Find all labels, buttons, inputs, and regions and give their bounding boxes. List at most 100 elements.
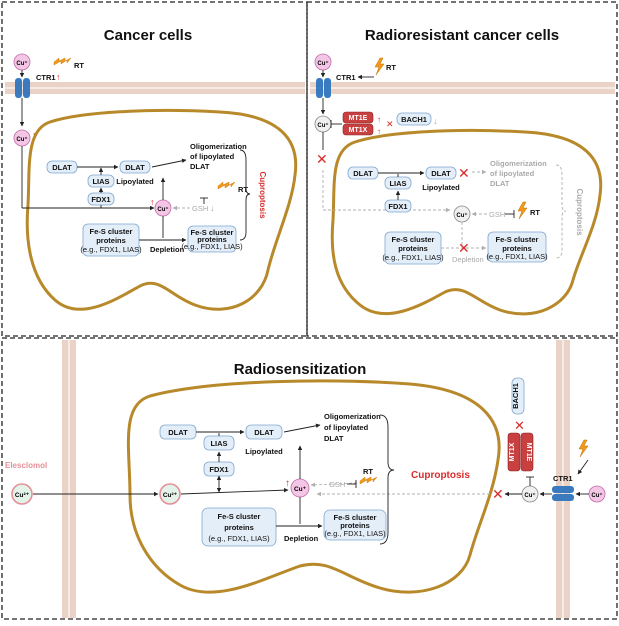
svg-text:DLAT: DLAT	[254, 428, 274, 437]
cuproptosis-label: Cuproptosis	[411, 470, 470, 481]
svg-text:(e.g., FDX1, LIAS): (e.g., FDX1, LIAS)	[208, 534, 270, 543]
svg-text:Fe-S cluster: Fe-S cluster	[218, 512, 261, 521]
up-arrow-icon: ↑	[377, 127, 381, 136]
cross-icon: ✕	[386, 119, 394, 129]
svg-text:LIAS: LIAS	[389, 179, 406, 188]
svg-text:Oligomerization: Oligomerization	[490, 159, 547, 168]
down-arrow-icon: ↓	[210, 203, 215, 213]
up-arrow-icon: ↑	[285, 478, 290, 489]
svg-text:RT: RT	[530, 208, 540, 217]
svg-text:FDX1: FDX1	[91, 195, 110, 204]
svg-text:DLAT: DLAT	[125, 163, 145, 172]
ctr1-transporter-icon	[552, 486, 574, 501]
svg-text:(e.g., FDX1, LIAS): (e.g., FDX1, LIAS)	[80, 245, 142, 254]
svg-text:Cu⁺: Cu⁺	[524, 492, 535, 499]
mt1e-protein	[520, 432, 534, 472]
svg-text:Fe-S cluster: Fe-S cluster	[334, 513, 377, 522]
svg-text:of lipoylated: of lipoylated	[490, 169, 535, 178]
svg-text:DLAT: DLAT	[168, 428, 188, 437]
svg-text:proteins: proteins	[340, 521, 370, 530]
panel-radioresistant-frame	[306, 1, 618, 337]
svg-text:(e.g., FDX1, LIAS): (e.g., FDX1, LIAS)	[382, 253, 444, 262]
svg-text:RT: RT	[238, 185, 248, 194]
svg-text:Cu⁺: Cu⁺	[16, 136, 27, 143]
rt-label: RT	[74, 61, 84, 70]
svg-text:Cu⁺: Cu⁺	[591, 492, 602, 499]
ctr1-transporter-icon	[316, 78, 331, 98]
elesclomol-label: Elesclomol	[5, 461, 47, 470]
svg-text:Fe-S cluster: Fe-S cluster	[392, 235, 435, 244]
svg-text:proteins: proteins	[96, 236, 126, 245]
up-arrow-icon: ↑	[56, 72, 61, 82]
svg-text:Cu²⁺: Cu²⁺	[163, 492, 178, 499]
svg-text:MT1E: MT1E	[349, 115, 368, 122]
svg-text:LIAS: LIAS	[92, 177, 109, 186]
svg-text:Cu⁺: Cu⁺	[317, 60, 328, 67]
elesclomol-copper-icon	[11, 483, 33, 505]
panel-title: Cancer cells	[104, 27, 192, 44]
lightning-icon	[374, 57, 385, 76]
svg-text:DLAT: DLAT	[353, 169, 373, 178]
svg-text:(e.g., FDX1, LIAS): (e.g., FDX1, LIAS)	[486, 252, 548, 261]
svg-text:Cu²⁺: Cu²⁺	[15, 492, 30, 499]
svg-text:Fe-S cluster: Fe-S cluster	[191, 228, 234, 237]
svg-text:DLAT: DLAT	[52, 163, 72, 172]
svg-text:(e.g., FDX1, LIAS): (e.g., FDX1, LIAS)	[324, 529, 386, 538]
svg-text:FDX1: FDX1	[388, 202, 407, 211]
mt1e-protein	[342, 111, 374, 124]
svg-text:Cuproptosis: Cuproptosis	[575, 188, 584, 236]
panel-radiosensitization-frame	[1, 337, 618, 620]
svg-text:Fe-S cluster: Fe-S cluster	[90, 227, 133, 236]
svg-text:CTR1: CTR1	[553, 474, 573, 483]
bach1-box	[511, 377, 525, 415]
svg-text:Lipoylated: Lipoylated	[422, 183, 460, 192]
svg-text:Depletion: Depletion	[150, 245, 185, 254]
svg-text:Cu⁺: Cu⁺	[294, 486, 307, 493]
svg-text:RT: RT	[363, 467, 373, 476]
bach1-box	[396, 112, 432, 126]
lightning-icon	[53, 57, 72, 66]
fes-protein-depleted-box	[487, 231, 547, 263]
cell-body	[126, 379, 501, 594]
mt1x-protein	[507, 432, 521, 472]
svg-text:DLAT: DLAT	[190, 162, 210, 171]
svg-text:of lipoylated: of lipoylated	[324, 423, 369, 432]
svg-text:Cu⁺: Cu⁺	[317, 122, 328, 129]
panel-radioresistant: Radioresistant cancer cells CTR1 RT Cu⁺ …	[310, 27, 615, 316]
cross-icon: ✕	[458, 165, 470, 181]
cross-icon: ✕	[458, 240, 470, 256]
fes-protein-box	[201, 507, 277, 547]
svg-text:CTR1: CTR1	[336, 73, 356, 82]
svg-text:RT: RT	[386, 63, 396, 72]
svg-text:FDX1: FDX1	[209, 465, 228, 474]
cross-icon: ✕	[492, 486, 504, 502]
cell-body	[330, 128, 603, 316]
dlat-lipoylated-box	[245, 424, 283, 440]
svg-text:Oligomerization: Oligomerization	[324, 412, 381, 421]
panel-radiosensitization: Radiosensitization CTR1 Cu⁺ Cu⁺ ✕ MT1X M…	[5, 340, 606, 618]
down-arrow-icon: ↓	[433, 116, 438, 126]
fes-protein-depleted-box	[323, 509, 387, 541]
cuproptosis-label: Cuproptosis	[258, 171, 267, 219]
lightning-icon	[578, 439, 589, 458]
svg-text:Cu⁺: Cu⁺	[456, 212, 467, 219]
svg-text:DLAT: DLAT	[431, 169, 451, 178]
svg-text:GSH: GSH	[329, 480, 345, 489]
svg-text:BACH1: BACH1	[511, 383, 520, 409]
fes-protein-depleted-box	[187, 225, 237, 253]
svg-text:LIAS: LIAS	[210, 439, 227, 448]
svg-text:MT1X: MT1X	[349, 127, 368, 134]
svg-text:Cu⁺: Cu⁺	[157, 206, 168, 213]
dlat-lipoylated-box	[119, 160, 151, 174]
ctr1-label: CTR1	[36, 73, 56, 82]
cross-icon: ✕	[514, 418, 525, 433]
svg-text:Cu⁺: Cu⁺	[16, 60, 27, 67]
elesclomol-copper-icon	[159, 483, 181, 505]
svg-text:(e.g., FDX1, LIAS): (e.g., FDX1, LIAS)	[181, 242, 243, 251]
svg-text:Depletion: Depletion	[452, 255, 484, 264]
ctr1-transporter-icon	[15, 78, 30, 98]
svg-text:Oligomerization: Oligomerization	[190, 142, 247, 151]
svg-text:DLAT: DLAT	[324, 434, 344, 443]
